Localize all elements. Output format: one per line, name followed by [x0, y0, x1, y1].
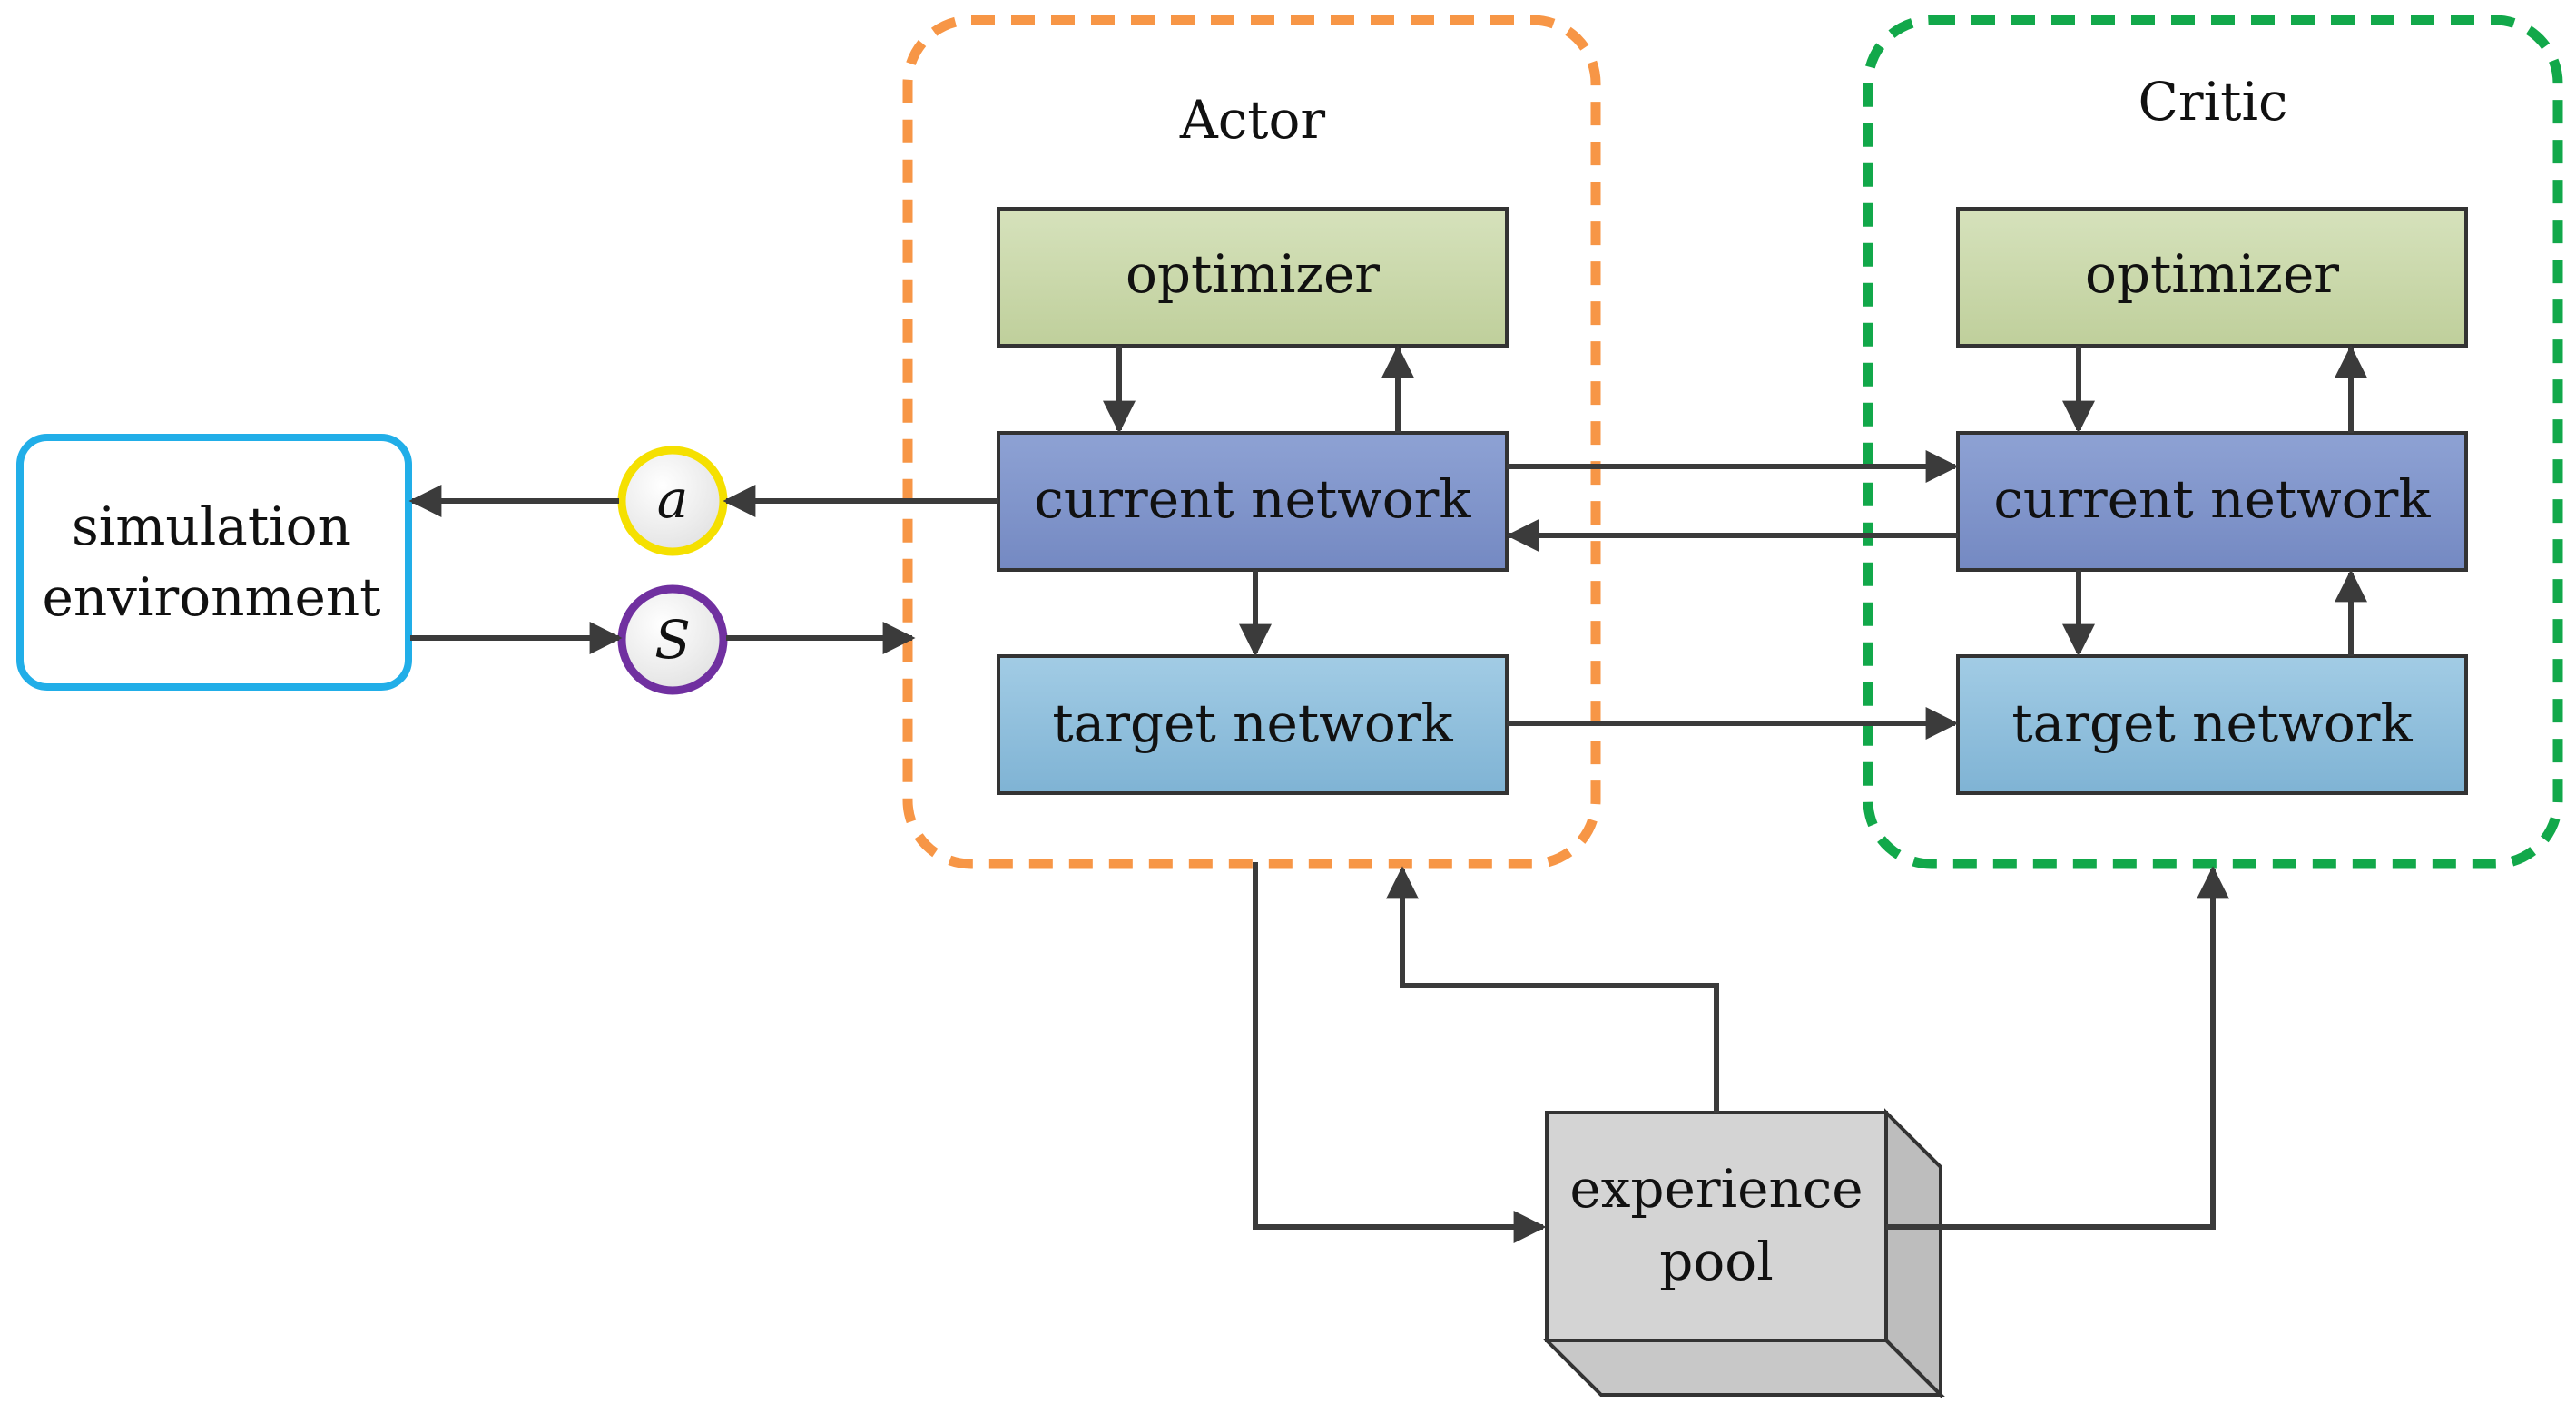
simulation-environment-box — [16, 434, 412, 691]
arrow-actor-to-experience-pool — [1253, 862, 1547, 1243]
simulation-environment-line2: environment — [43, 566, 381, 628]
actor-title: Actor — [1179, 89, 1326, 151]
actor-optimizer-label: optimizer — [1126, 243, 1380, 305]
actor-current-network-label: current network — [1034, 468, 1471, 530]
critic-target-network-box — [1956, 654, 2468, 795]
actor-optimizer-box — [997, 207, 1509, 348]
actor-group-border — [902, 15, 1601, 869]
critic-current-network-label: current network — [1993, 468, 2431, 530]
critic-target-network-label: target network — [2011, 692, 2413, 754]
actor-target-network-label: target network — [1052, 692, 1453, 754]
critic-current-network-box — [1956, 431, 2468, 572]
arrow-experience-pool-to-critic — [1886, 866, 2229, 1230]
action-symbol: a — [657, 468, 689, 530]
simulation-environment-line1: simulation — [72, 496, 351, 557]
actor-current-network-box — [997, 431, 1509, 572]
state-symbol: S — [654, 609, 691, 671]
experience-pool-line1: experience — [1569, 1158, 1863, 1220]
arrow-experience-pool-to-actor — [1386, 866, 1719, 1113]
critic-group-border — [1863, 15, 2563, 869]
experience-pool-box — [1542, 1108, 1945, 1399]
critic-title: Critic — [2138, 71, 2288, 132]
critic-optimizer-label: optimizer — [2085, 243, 2339, 305]
critic-optimizer-box — [1956, 207, 2468, 348]
experience-pool-line2: pool — [1659, 1231, 1774, 1292]
